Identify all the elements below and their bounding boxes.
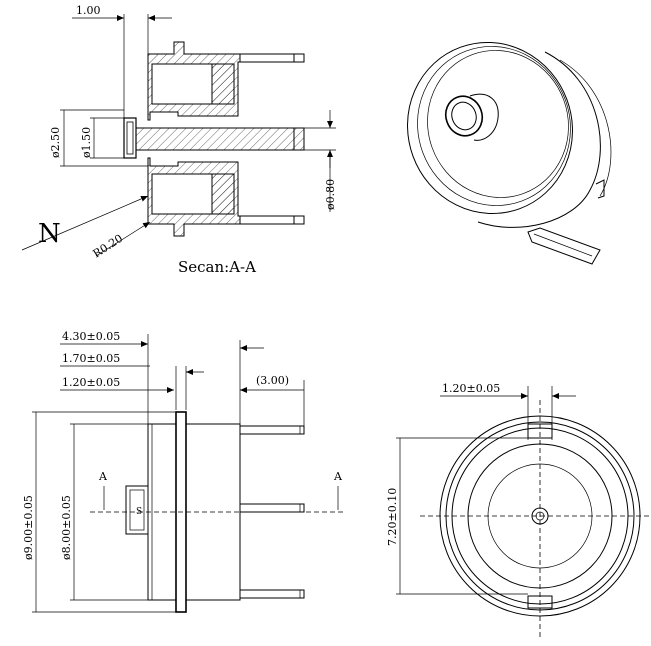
section-view: 1.00 ø2.50 ø1.50 ø0.80 N R0.20 Secan:A-A	[21, 4, 337, 276]
section-center-pin	[135, 127, 305, 151]
section-mark-a-left: A	[98, 470, 108, 483]
section-pin-bottom	[240, 215, 305, 225]
side-pin-bottom	[239, 589, 305, 599]
dim-dia-9-00-label: ø9.00±0.05	[22, 495, 35, 560]
end-view: 1.20±0.05 7.20±0.10	[386, 382, 650, 638]
section-front-boss	[123, 117, 137, 159]
section-cavity-lower	[151, 173, 213, 215]
section-rib-lower	[211, 173, 235, 215]
dim-1-20-label: 1.20±0.05	[62, 376, 120, 389]
end-dim-7-20-label: 7.20±0.10	[386, 488, 399, 546]
dim-dia-0-80-label: ø0.80	[324, 179, 337, 210]
side-pin-top	[239, 425, 305, 435]
dim-dia-8-00-label: ø8.00±0.05	[60, 495, 73, 560]
isometric-view	[407, 41, 612, 265]
section-pin-top	[240, 53, 305, 63]
end-dim-1-20-label: 1.20±0.05	[442, 382, 500, 395]
section-caption: Secan:A-A	[178, 258, 256, 276]
dim-3-00-label: (3.00)	[256, 374, 289, 387]
dim-dia-2-50-label: ø2.50	[49, 127, 62, 158]
section-mark-a-right: A	[333, 470, 343, 483]
dim-r-0-20-label: R0.20	[91, 232, 126, 261]
orientation-mark-n: N	[38, 219, 61, 249]
section-cavity-upper	[151, 63, 213, 105]
section-rib-upper	[211, 63, 235, 105]
side-front-boss	[125, 485, 149, 535]
dim-4-30-label: 4.30±0.05	[62, 330, 120, 343]
dim-1-70-label: 1.70±0.05	[62, 352, 120, 365]
dim-dia-1-50-label: ø1.50	[80, 127, 93, 158]
dim-1-00-label: 1.00	[76, 4, 101, 17]
side-view: 4.30±0.05 1.70±0.05 1.20±0.05 (3.00) S A…	[22, 330, 344, 613]
side-pin-middle	[239, 503, 305, 513]
